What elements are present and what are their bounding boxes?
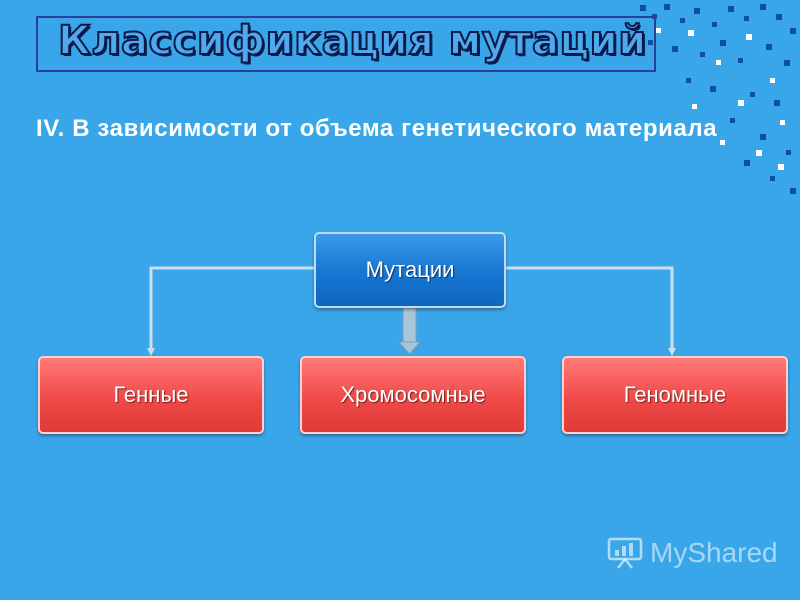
watermark-text: MyShared bbox=[650, 537, 778, 568]
node-child-genes: Генные bbox=[38, 356, 264, 434]
node-child-chromosomal: Хромосомные bbox=[300, 356, 526, 434]
connector-right bbox=[506, 266, 676, 356]
node-root: Мутации bbox=[314, 232, 506, 308]
watermark: MyShared bbox=[606, 536, 778, 570]
presentation-board-icon bbox=[607, 537, 643, 569]
pixel-stripes-decoration bbox=[640, 4, 796, 194]
slide-subtitle: IV. В зависимости от объема генетическог… bbox=[36, 115, 718, 142]
connector-center bbox=[397, 307, 422, 355]
title-frame bbox=[36, 16, 656, 72]
slide-title: Классификация мутаций bbox=[57, 17, 647, 65]
connector-left bbox=[147, 266, 314, 356]
node-child-genomic: Геномные bbox=[562, 356, 788, 434]
